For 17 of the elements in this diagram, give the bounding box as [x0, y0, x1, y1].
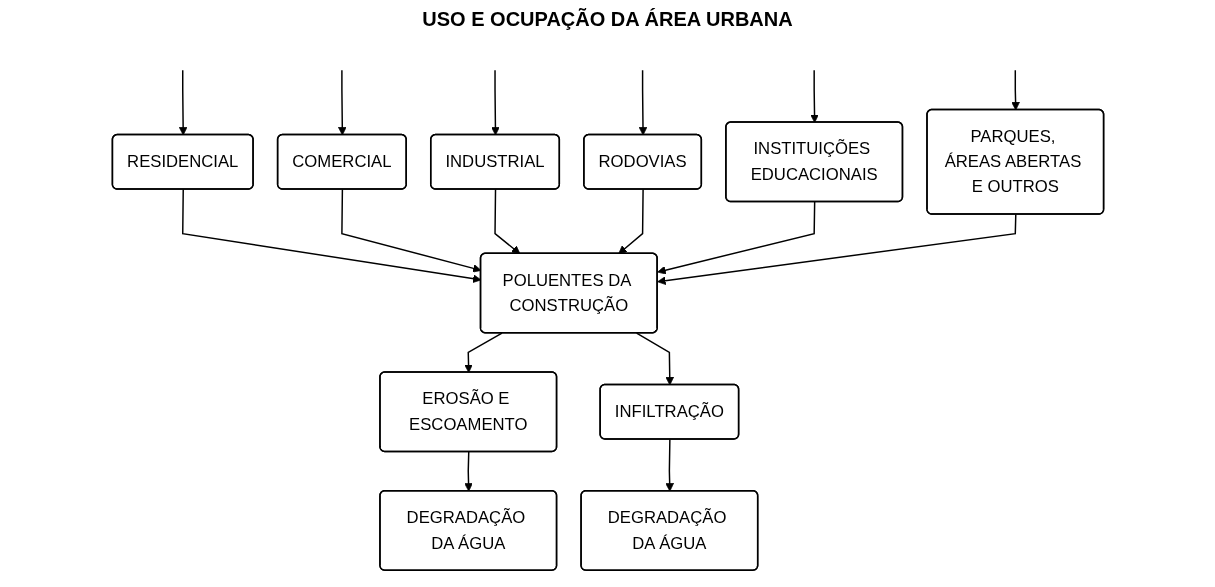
diagram-title: USO E OCUPAÇÃO DA ÁREA URBANA [421, 8, 794, 31]
arrow [493, 188, 520, 255]
arrow [638, 69, 647, 136]
arrow [617, 188, 644, 255]
arrow [463, 332, 503, 373]
arrow [809, 69, 819, 123]
arrow [490, 69, 500, 136]
arrow [656, 213, 1016, 285]
arrow [656, 201, 815, 275]
arrow [463, 451, 473, 492]
arrow [178, 69, 187, 136]
arrow [664, 438, 674, 492]
arrow [337, 69, 347, 136]
arrow [181, 188, 481, 283]
arrow [1010, 69, 1020, 111]
arrow [340, 188, 481, 273]
arrow [635, 332, 674, 386]
